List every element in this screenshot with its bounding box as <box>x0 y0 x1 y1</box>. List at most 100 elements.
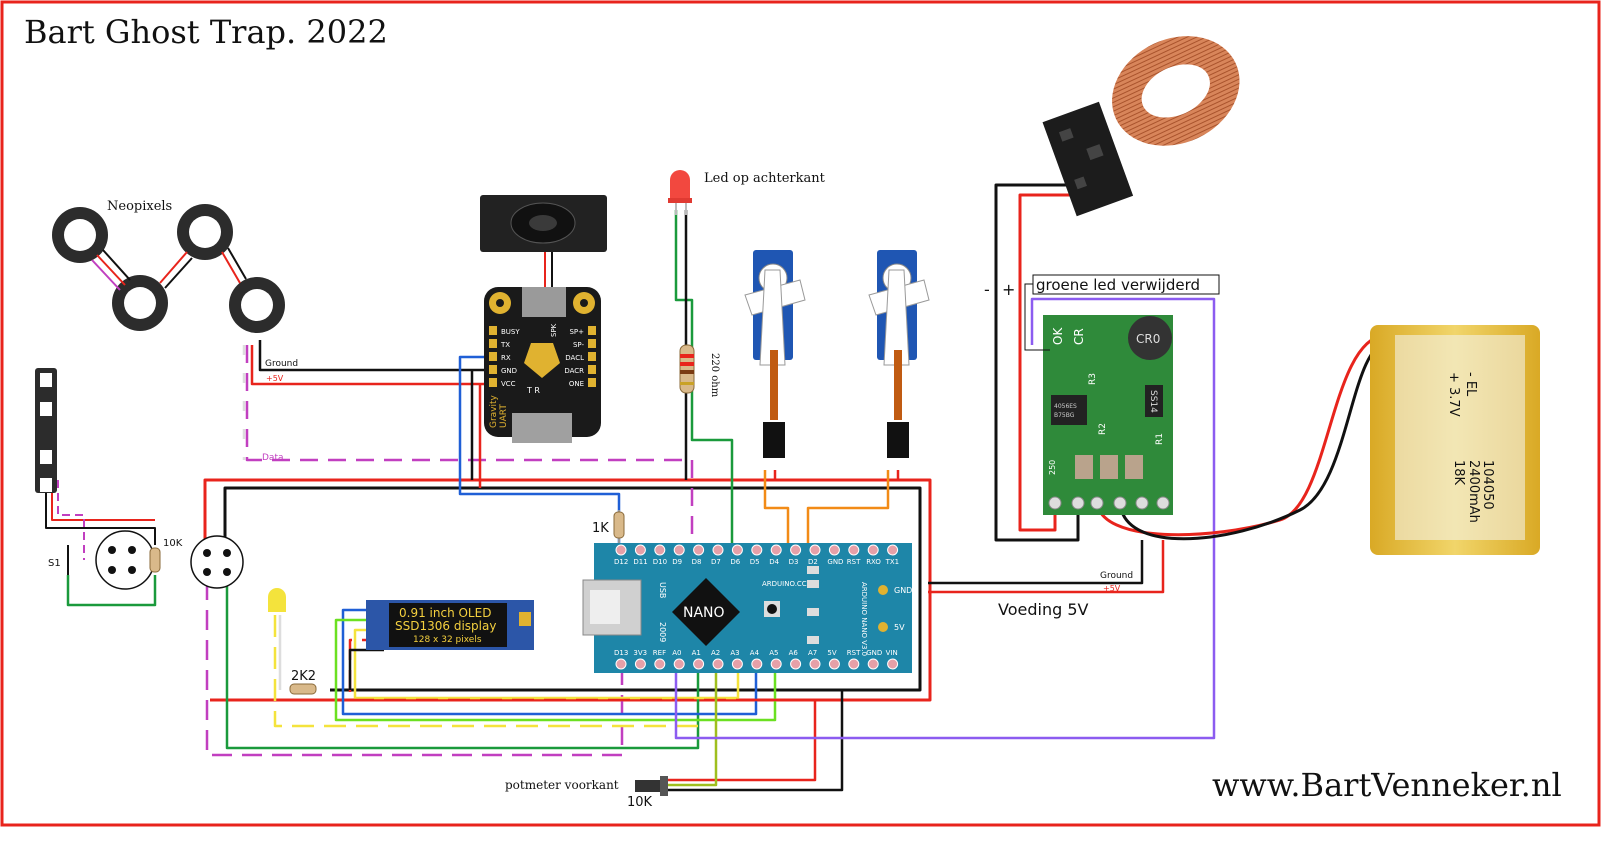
wires <box>45 183 1389 792</box>
wire-pot-wiper <box>665 660 718 787</box>
connector-mid <box>190 535 244 589</box>
charger-r2: R2 <box>1098 423 1108 435</box>
wire-switch-3 <box>57 480 85 560</box>
servo-2 <box>868 250 930 458</box>
mp3-pin <box>489 352 497 361</box>
mp3-pin <box>588 339 596 348</box>
ground-label-top: Ground <box>265 359 298 369</box>
oled-line-3: 128 x 32 pixels <box>413 635 482 645</box>
nano-pin-label: D8 <box>692 558 702 566</box>
charger-chip: 4056ES <box>1054 403 1077 410</box>
wire-voeding-red <box>928 540 1165 594</box>
mp3-brand: Gravity <box>489 394 499 428</box>
potmeter-10k: 10K <box>627 795 653 810</box>
nano-pin-d12 <box>615 544 627 556</box>
neopixel-ring-2 <box>112 275 168 331</box>
led-red <box>668 170 692 215</box>
nano-usb: USB <box>658 582 667 598</box>
nano-pin-d11 <box>634 544 646 556</box>
mp3-pin-label: VCC <box>501 380 516 388</box>
nano-pin-label: D4 <box>769 558 779 566</box>
nano-pin-label: RXO <box>866 558 881 566</box>
mp3-spk: SPK <box>550 323 558 337</box>
connector-left <box>95 530 155 590</box>
resistor-220 <box>679 344 695 394</box>
nano-pin-a7 <box>809 658 821 670</box>
servo-1 <box>744 250 806 458</box>
plus5v-label-right: +5V <box>1103 584 1121 593</box>
nano-year: 2009 <box>658 622 667 642</box>
nano-pin-a2 <box>712 658 724 670</box>
nano-5v: 5V <box>894 623 905 632</box>
nano-pin-label: REF <box>653 649 666 657</box>
potmeter: potmeter voorkant 10K <box>505 776 668 810</box>
nano-chip-label: NANO <box>683 605 725 621</box>
led-yellow <box>268 588 286 612</box>
nano-pin-3v3 <box>634 658 646 670</box>
charger-r1: R1 <box>1155 433 1165 445</box>
voeding-label: Voeding 5V <box>998 600 1089 619</box>
nano-pin-label: VIN <box>886 649 898 657</box>
nano-pin-label: D5 <box>750 558 760 566</box>
nano-pin-label: 3V3 <box>633 649 647 657</box>
wire-pot-red <box>665 700 817 782</box>
minus-label: - <box>984 280 990 299</box>
led-label: Led op achterkant <box>704 171 826 186</box>
nano-pin-a4 <box>751 658 763 670</box>
nano-pin-gnd <box>867 658 879 670</box>
mp3-pin <box>588 352 596 361</box>
charger-r250: 250 <box>1048 460 1057 475</box>
nano-pin-label: TX1 <box>885 558 900 566</box>
mp3-pin-label: TX <box>500 341 510 349</box>
nano-pin-label: D6 <box>730 558 740 566</box>
nano-pin-rst <box>848 544 860 556</box>
nano-pin-d6 <box>731 544 743 556</box>
nano-pin-d9 <box>673 544 685 556</box>
wire-voeding-black <box>928 540 1144 585</box>
plus-label: + <box>1002 280 1015 299</box>
wire-oled-yellow <box>353 628 740 700</box>
mp3-pin-label: SP+ <box>569 328 584 336</box>
plus5v-label-top: +5V <box>266 374 284 383</box>
groene-led-arrow <box>1024 283 1050 351</box>
charger-ss14: SS14 <box>1148 390 1158 413</box>
wire-purple-ok <box>674 297 1216 740</box>
nano-pin-label: D9 <box>672 558 682 566</box>
wire-neo-gnd <box>258 340 492 372</box>
mp3-sub: UART <box>499 404 509 428</box>
charger-chip-code: B75BG <box>1054 412 1075 419</box>
mp3-pin-label: SP- <box>573 341 585 349</box>
nano-pin-label: RST <box>847 558 861 566</box>
nano-pin-d13 <box>615 658 627 670</box>
nano-pin-label: GND <box>827 558 843 566</box>
nano-pin-a5 <box>770 658 782 670</box>
nano-pin-5v <box>828 658 840 670</box>
nano-pin-tx1 <box>887 544 899 556</box>
potmeter-label: potmeter voorkant <box>505 778 619 792</box>
mp3-pin <box>588 326 596 335</box>
r10k-label: 10K <box>163 538 183 549</box>
nano-pin-label: A5 <box>769 649 778 657</box>
nano-pin-label: D12 <box>614 558 628 566</box>
r1k-label: 1K <box>592 521 609 536</box>
resistor-10k-switch: 10K <box>149 538 183 573</box>
r2k2-label: 2K2 <box>291 669 316 684</box>
nano-pin-label: D11 <box>633 558 647 566</box>
wire-wireless-black <box>994 183 1080 542</box>
mp3-center: T R <box>526 386 540 395</box>
wire-neo-data <box>245 345 694 545</box>
nano-pin-d3 <box>790 544 802 556</box>
resistor-2k2: 2K2 <box>289 669 317 695</box>
nano-pin-label: A6 <box>789 649 799 657</box>
battery: + 3.7V - EL 104050 2400mAh 18K <box>1370 325 1540 555</box>
resistor-1k: 1K <box>592 510 625 545</box>
charger-coil: CR0 <box>1136 332 1160 346</box>
switch-s1: S1 <box>48 545 69 575</box>
battery-capacity: 2400mAh <box>1466 460 1481 523</box>
nano-pin-label: D7 <box>711 558 721 566</box>
nano-pin-d4 <box>770 544 782 556</box>
